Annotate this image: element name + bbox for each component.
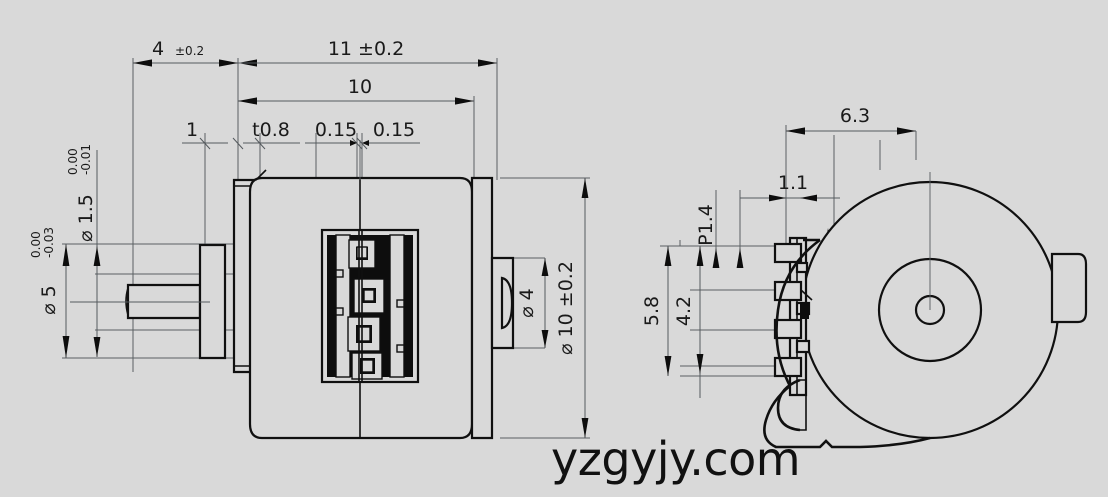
dim-label-11: 11 ±0.2 — [328, 38, 404, 60]
dim-label-phi-5: ⌀ 5 — [38, 285, 60, 315]
winding-left-slot — [335, 234, 351, 378]
terminal-stub-3 — [795, 339, 811, 354]
dim-label-phi-5-tol-upper: 0.00 — [29, 231, 43, 258]
dim-inner-length-10 — [238, 97, 474, 105]
bracket-left-curve — [775, 238, 821, 387]
terminal-pin-1 — [773, 242, 803, 264]
dim-label-t08: t0.8 — [252, 119, 290, 141]
terminal-pin-2 — [773, 280, 803, 302]
dim-label-5-8: 5.8 — [641, 296, 663, 326]
core-tick-3 — [335, 307, 344, 316]
dim-rear-boss-dia-4 — [541, 258, 549, 348]
pole-core-2 — [363, 289, 375, 302]
core-tick-4 — [396, 344, 405, 353]
body-chamfer — [255, 169, 267, 181]
pole-core-3 — [357, 326, 371, 342]
dim-terminal-offset-63 — [786, 127, 917, 160]
dim-body-length-11 — [238, 59, 497, 67]
bracket-hole-edge — [800, 379, 807, 431]
dim-label-4-tolerance: ±0.2 — [175, 44, 204, 58]
rear-end-cap — [470, 176, 494, 440]
dim-label-phi-1-5: ⌀ 1.5 — [75, 194, 97, 242]
dim-label-4-2: 4.2 — [673, 296, 695, 326]
dim-pin-span-58 — [664, 246, 672, 376]
dim-label-10: 10 — [348, 76, 372, 98]
dim-pin-pitch-p14 — [700, 245, 760, 268]
dim-label-6-3: 6.3 — [840, 105, 870, 127]
dim-boss-dia-5 — [62, 244, 70, 358]
terminal-detail-diagonal — [800, 289, 813, 301]
winding-left-core — [327, 235, 336, 377]
side-view-group: 4 ±0.2 11 ±0.2 10 — [29, 38, 590, 440]
internal-winding-assembly — [320, 228, 420, 384]
winding-right-core — [404, 235, 413, 377]
end-view-group: 6.3 1.1 P1.4 5.8 — [641, 105, 1088, 449]
dim-label-1-1: 1.1 — [778, 172, 808, 194]
dim-label-015-a: 0.15 — [315, 119, 357, 141]
rear-bearing-cup — [500, 276, 514, 330]
dim-label-1: 1 — [186, 119, 198, 141]
bracket-bottom-right — [859, 436, 931, 449]
bracket-hole-arc — [776, 378, 801, 432]
dim-label-015-b: 0.15 — [373, 119, 415, 141]
dim-body-dia-10 — [581, 178, 589, 438]
dim-pin-span-42 — [696, 246, 704, 398]
front-boss — [198, 243, 227, 360]
core-tick-1 — [335, 269, 344, 278]
dim-terminal-width-11 — [740, 194, 840, 202]
dim-label-phi-10: ⌀ 10 ±0.2 — [555, 261, 577, 355]
dim-label-phi-1-5-tol-lower: -0.01 — [79, 144, 93, 175]
motor-shaft — [126, 283, 202, 320]
end-view-right-lug — [1050, 252, 1088, 324]
core-tick-2 — [396, 299, 405, 308]
dim-label-4: 4 — [152, 38, 164, 60]
terminal-pin-3 — [773, 318, 803, 340]
dim-label-phi-5-tol-lower: -0.03 — [42, 227, 56, 258]
dim-label-p1-4: P1.4 — [695, 204, 717, 246]
dim-label-phi-4: ⌀ 4 — [516, 288, 538, 318]
terminal-dark-mass — [800, 302, 809, 319]
terminal-stub-1 — [795, 261, 809, 274]
dim-label-phi-1-5-tol-upper: 0.00 — [66, 148, 80, 175]
bracket-bottom-notch — [800, 439, 860, 449]
watermark-label: yzgyjy.com — [551, 432, 800, 486]
dim-shaft-dia-15 — [93, 150, 101, 357]
pole-core-4 — [361, 359, 374, 373]
dim-small-row — [182, 137, 420, 150]
shaft-end-round — [125, 287, 129, 316]
